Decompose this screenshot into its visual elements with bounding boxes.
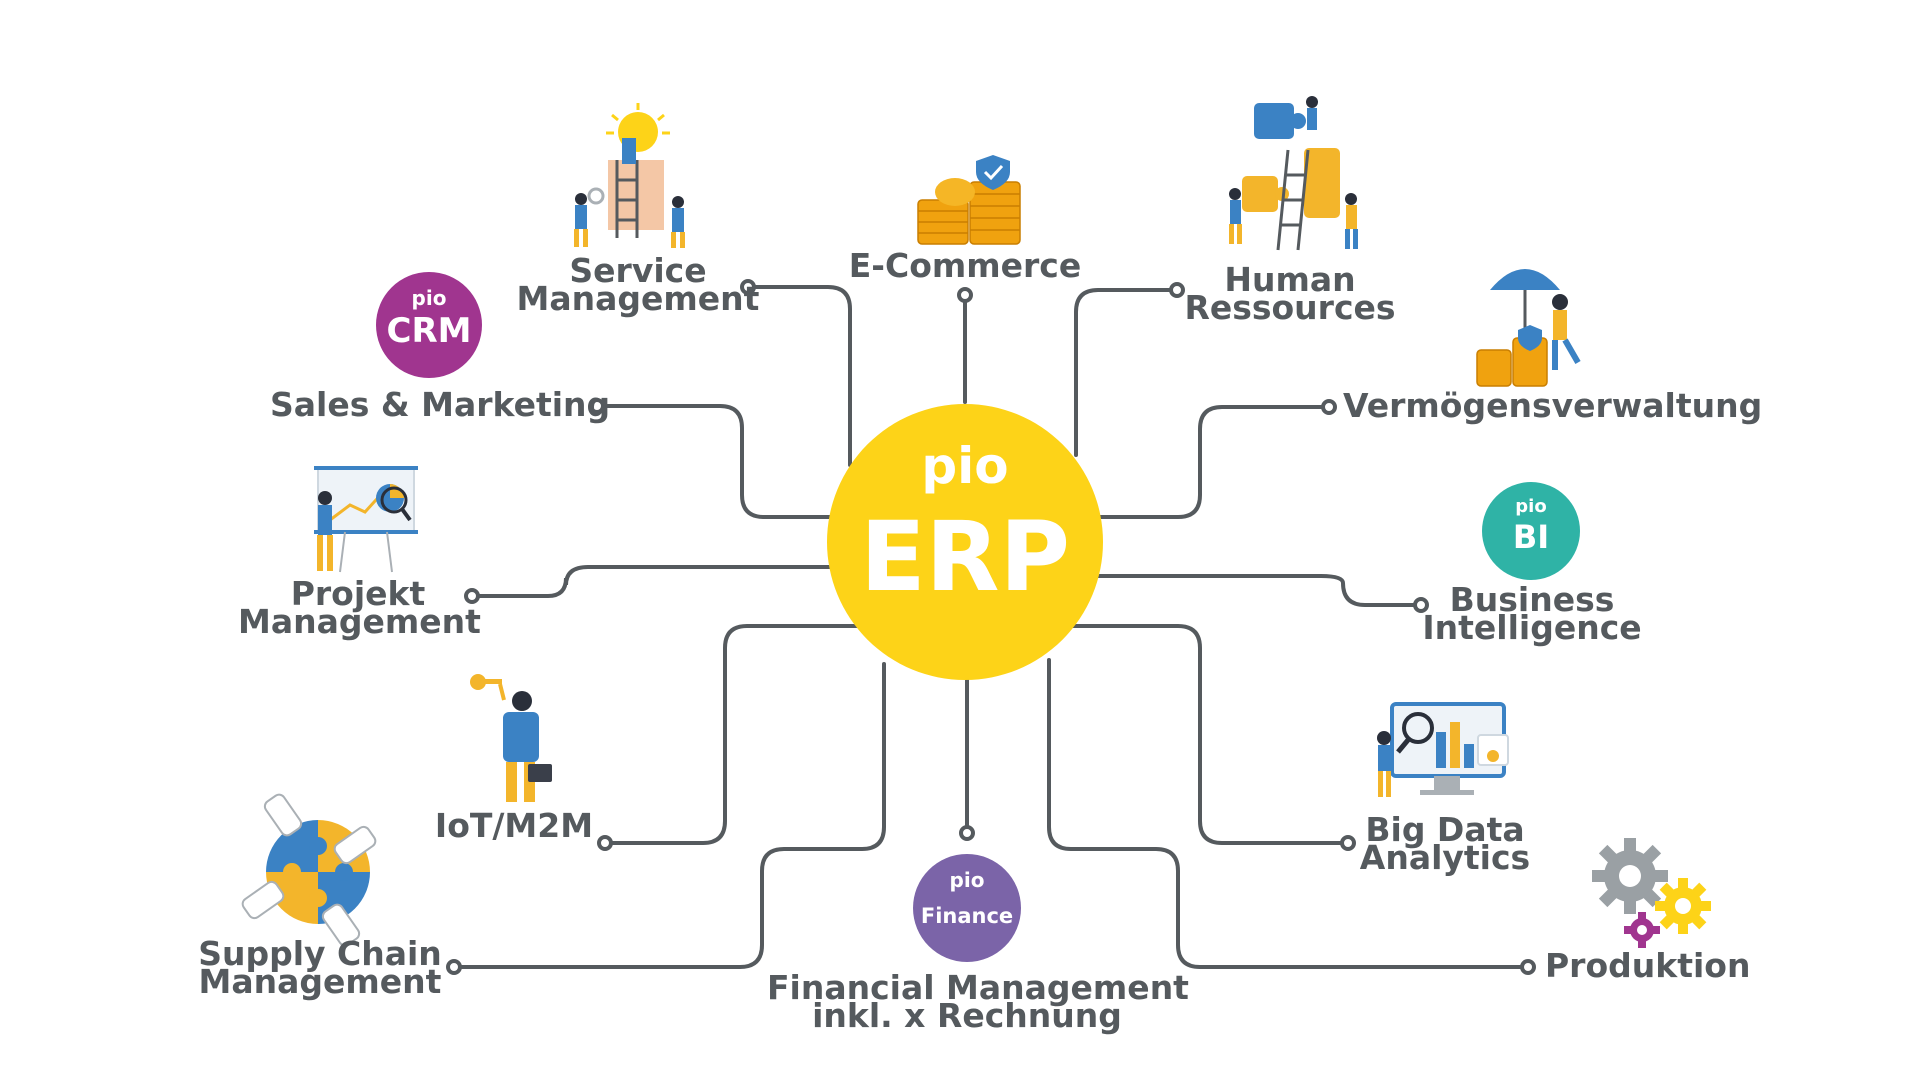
- svg-text:pio: pio: [412, 286, 447, 310]
- svg-text:CRM: CRM: [387, 311, 472, 351]
- presentation-board-icon: [314, 466, 418, 573]
- label-e-commerce: E-Commerce: [848, 246, 1082, 285]
- label-produktion: Produktion: [1545, 946, 1751, 985]
- hands-puzzle-icon: [241, 793, 377, 947]
- puzzle-team-icon: [1229, 96, 1358, 251]
- label-vermoegensverwaltung: Vermögensverwaltung: [1343, 386, 1763, 425]
- connector-hr: [1074, 288, 1179, 457]
- gears-icon: [1592, 838, 1711, 948]
- label-iot-m2m: IoT/M2M: [434, 806, 594, 845]
- svg-text:Finance: Finance: [921, 904, 1013, 928]
- connector-bi: [1093, 574, 1423, 607]
- connector-supply: [452, 662, 886, 969]
- connector-vermoegen: [1093, 405, 1331, 519]
- crm-badge: pio CRM: [376, 272, 482, 378]
- analytics-screen-icon: [1377, 702, 1509, 797]
- connector-sales: [595, 404, 842, 519]
- connector-lines: [452, 285, 1530, 969]
- connector-produktion: [1047, 658, 1530, 969]
- erp-hub: pio ERP: [827, 404, 1103, 680]
- hub-line2: ERP: [860, 501, 1070, 613]
- connector-bigdata: [1068, 624, 1350, 845]
- endpoint-dots: [446, 279, 1536, 975]
- person-key-icon: [470, 674, 552, 802]
- svg-text:pio: pio: [1515, 496, 1546, 517]
- coins-shield-icon: [917, 155, 1021, 245]
- finance-badge: pio Finance: [913, 854, 1021, 962]
- idea-team-icon: [574, 103, 685, 248]
- connector-iot: [603, 624, 864, 845]
- bi-badge: pio BI: [1482, 482, 1580, 580]
- svg-text:BI: BI: [1513, 518, 1549, 556]
- connector-service: [746, 285, 852, 467]
- label-sales-marketing: Sales & Marketing: [270, 385, 611, 424]
- umbrella-coins-icon: [1476, 269, 1581, 387]
- connector-projekt: [470, 565, 837, 598]
- svg-text:pio: pio: [950, 868, 985, 892]
- hub-line1: pio: [921, 437, 1008, 495]
